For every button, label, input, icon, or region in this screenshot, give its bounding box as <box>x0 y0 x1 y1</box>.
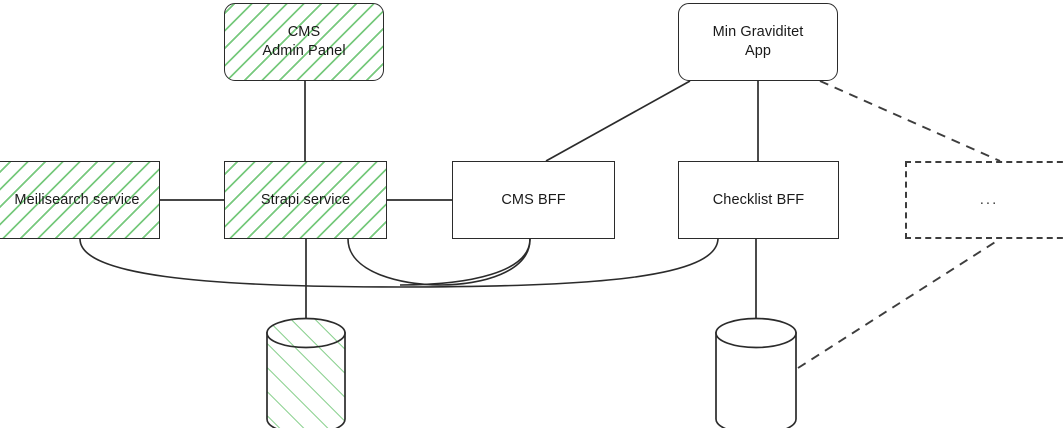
node-more-services[interactable]: ... <box>905 161 1064 239</box>
database-strapi-body <box>266 332 346 428</box>
node-label-cms-bff: CMS BFF <box>501 191 566 208</box>
node-strapi-service[interactable]: Strapi service <box>224 161 387 239</box>
node-label-cms-admin-panel: CMS Admin Panel <box>262 24 346 59</box>
edge-cms-bff-arc <box>399 238 531 286</box>
node-cms-bff[interactable]: CMS BFF <box>452 161 615 239</box>
edge-meilisearch-arc <box>79 238 719 288</box>
database-checklist[interactable] <box>714 317 798 428</box>
database-strapi-top <box>266 317 346 349</box>
node-label-more-services: ... <box>979 191 999 209</box>
node-label-meilisearch-service: Meilisearch service <box>14 191 140 208</box>
node-label-checklist-bff: Checklist BFF <box>712 191 805 208</box>
database-checklist-top <box>715 317 797 349</box>
edge-app-to-cms-bff <box>545 80 691 162</box>
edge-app-to-more-services <box>819 80 1001 162</box>
node-cms-admin-panel[interactable]: CMS Admin Panel <box>224 3 384 81</box>
database-checklist-body <box>715 332 797 428</box>
edge-checklist-database-to-more-services <box>797 238 1001 369</box>
database-strapi[interactable] <box>265 317 347 428</box>
edge-strapi-to-cms-bff-arc <box>347 238 531 286</box>
node-min-graviditet-app[interactable]: Min Graviditet App <box>678 3 838 81</box>
node-label-min-graviditet-app: Min Graviditet App <box>712 24 804 59</box>
node-label-strapi-service: Strapi service <box>260 191 351 208</box>
node-meilisearch-service[interactable]: Meilisearch service <box>0 161 160 239</box>
node-checklist-bff[interactable]: Checklist BFF <box>678 161 839 239</box>
